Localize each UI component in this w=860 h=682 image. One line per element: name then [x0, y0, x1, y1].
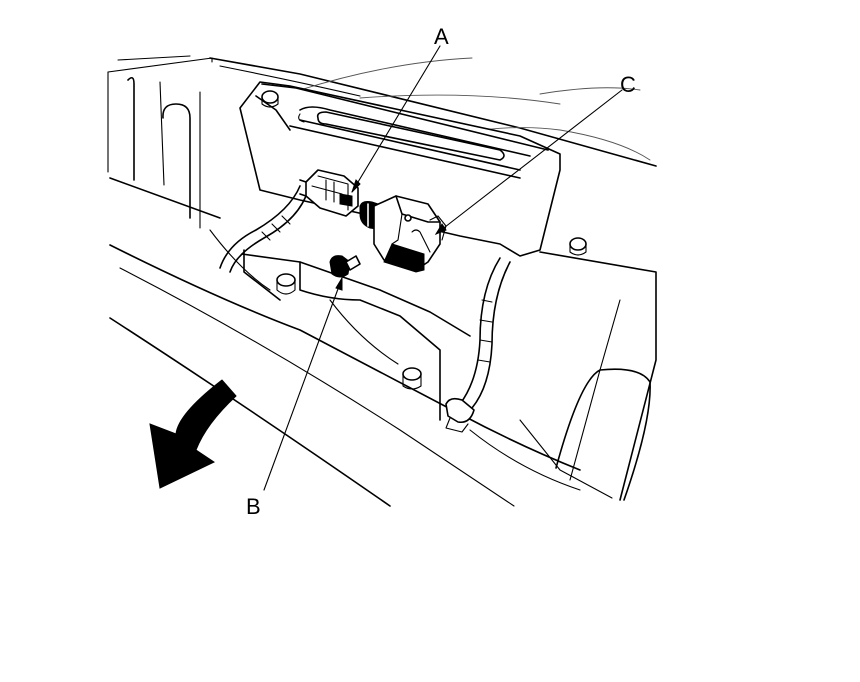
bolt-b: [329, 255, 361, 278]
sensor-c: [359, 195, 447, 273]
vehicle-body-panel: [107, 55, 657, 501]
leader-lines: [263, 45, 623, 491]
curved-direction-arrow: [149, 379, 237, 489]
leader-arrow-a: [351, 179, 361, 193]
leader-line-a: [351, 45, 441, 193]
callout-label-c: C: [620, 72, 636, 97]
leader-line-c: [435, 89, 623, 235]
connector-a: [299, 169, 359, 217]
leader-arrow-c: [434, 223, 447, 236]
wiring-harness: [219, 185, 511, 433]
callout-label-a: A: [434, 24, 449, 49]
lower-trim-panel: [109, 177, 581, 507]
callout-label-b: B: [246, 494, 261, 519]
leader-line-b: [263, 277, 343, 491]
leader-arrow-b: [335, 276, 343, 291]
